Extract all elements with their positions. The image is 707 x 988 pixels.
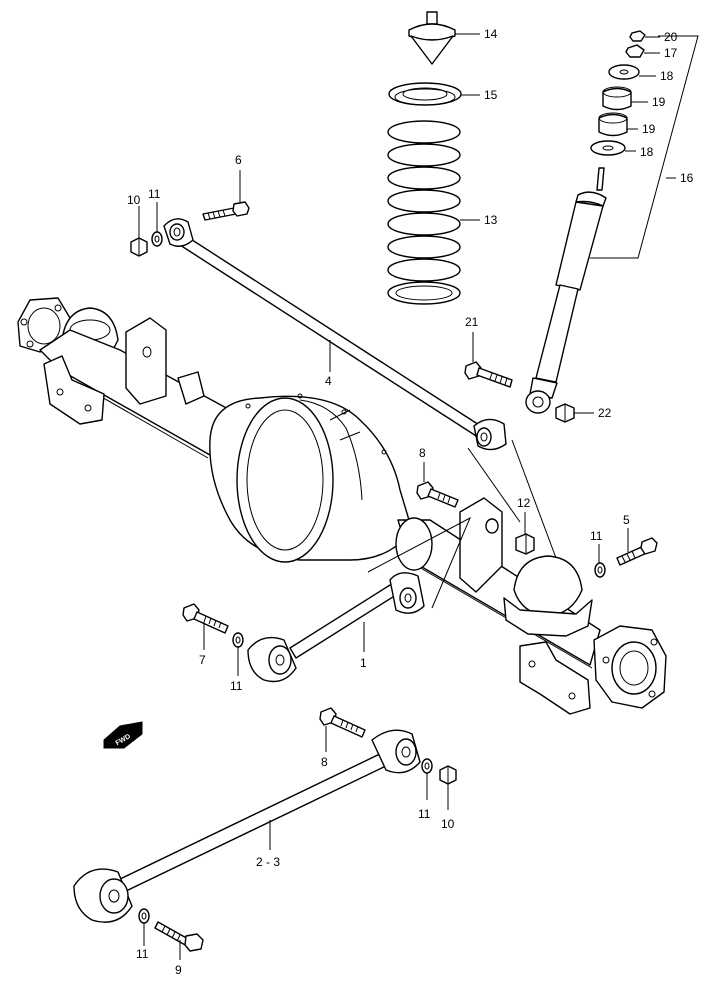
washer-11-bottom-part: [138, 908, 150, 924]
callout-11-top: 11: [148, 187, 161, 201]
shock-top-hardware: [590, 30, 646, 156]
nut-12-part: [515, 533, 535, 555]
callout-15: 15: [484, 88, 498, 102]
callout-22: 22: [598, 406, 612, 420]
bolt-9-part: [154, 921, 204, 952]
bolt-21-part: [464, 361, 513, 388]
callout-18-top: 18: [660, 69, 674, 83]
callout-12: 12: [517, 496, 531, 510]
nut-22-part: [555, 403, 575, 423]
bolt-8-lower-part: [319, 707, 366, 738]
callout-18-bottom: 18: [640, 145, 654, 159]
leader-line: [590, 35, 699, 259]
callout-2-3: 2 - 3: [256, 855, 280, 869]
callout-9: 9: [175, 963, 182, 977]
nut-10-lower-part: [439, 765, 457, 785]
callout-11-bottom: 11: [136, 947, 149, 961]
callout-20: 20: [664, 30, 678, 44]
alignment-line: [367, 516, 472, 609]
callout-10-top: 10: [127, 193, 141, 207]
callout-11-lower-right: 11: [418, 807, 431, 821]
lower-control-arm-part: [73, 729, 421, 923]
rear-axle-housing-part: [17, 297, 667, 715]
callout-21: 21: [465, 315, 479, 329]
lateral-rod-part: [163, 218, 507, 451]
callout-7: 7: [199, 653, 206, 667]
washer-11-mid-part: [232, 632, 244, 648]
callout-6: 6: [235, 153, 242, 167]
callout-5: 5: [623, 513, 630, 527]
callout-11-right: 11: [590, 529, 603, 543]
washer-11-part: [151, 231, 163, 247]
bump-stopper-part: [408, 11, 456, 65]
shock-absorber-part: [525, 167, 607, 414]
callout-17: 17: [664, 46, 678, 60]
coil-spring-part: [387, 120, 461, 305]
bolt-6-part: [202, 201, 250, 221]
callout-11-mid: 11: [230, 679, 243, 693]
callout-8-upper: 8: [419, 446, 426, 460]
nut-10-part: [130, 237, 148, 257]
spring-seat-part: [388, 82, 462, 106]
callout-1: 1: [360, 656, 367, 670]
callout-13: 13: [484, 213, 498, 227]
upper-control-arm-part: [247, 572, 425, 683]
washer-11-lower-right-part: [421, 758, 433, 774]
fwd-arrow-icon: FWD: [103, 721, 143, 749]
callout-10-lower: 10: [441, 817, 455, 831]
callout-4: 4: [325, 374, 332, 388]
callout-19-top: 19: [652, 95, 666, 109]
alignment-line: [511, 439, 557, 559]
bolt-8-upper-part: [416, 481, 459, 508]
alignment-line: [467, 447, 521, 523]
bolt-7-part: [182, 603, 229, 634]
callout-14: 14: [484, 27, 498, 41]
callout-8-lower: 8: [321, 755, 328, 769]
washer-11-right-part: [594, 562, 606, 578]
bolt-5-part: [616, 537, 658, 566]
callout-19-bottom: 19: [642, 122, 656, 136]
callout-16: 16: [680, 171, 694, 185]
